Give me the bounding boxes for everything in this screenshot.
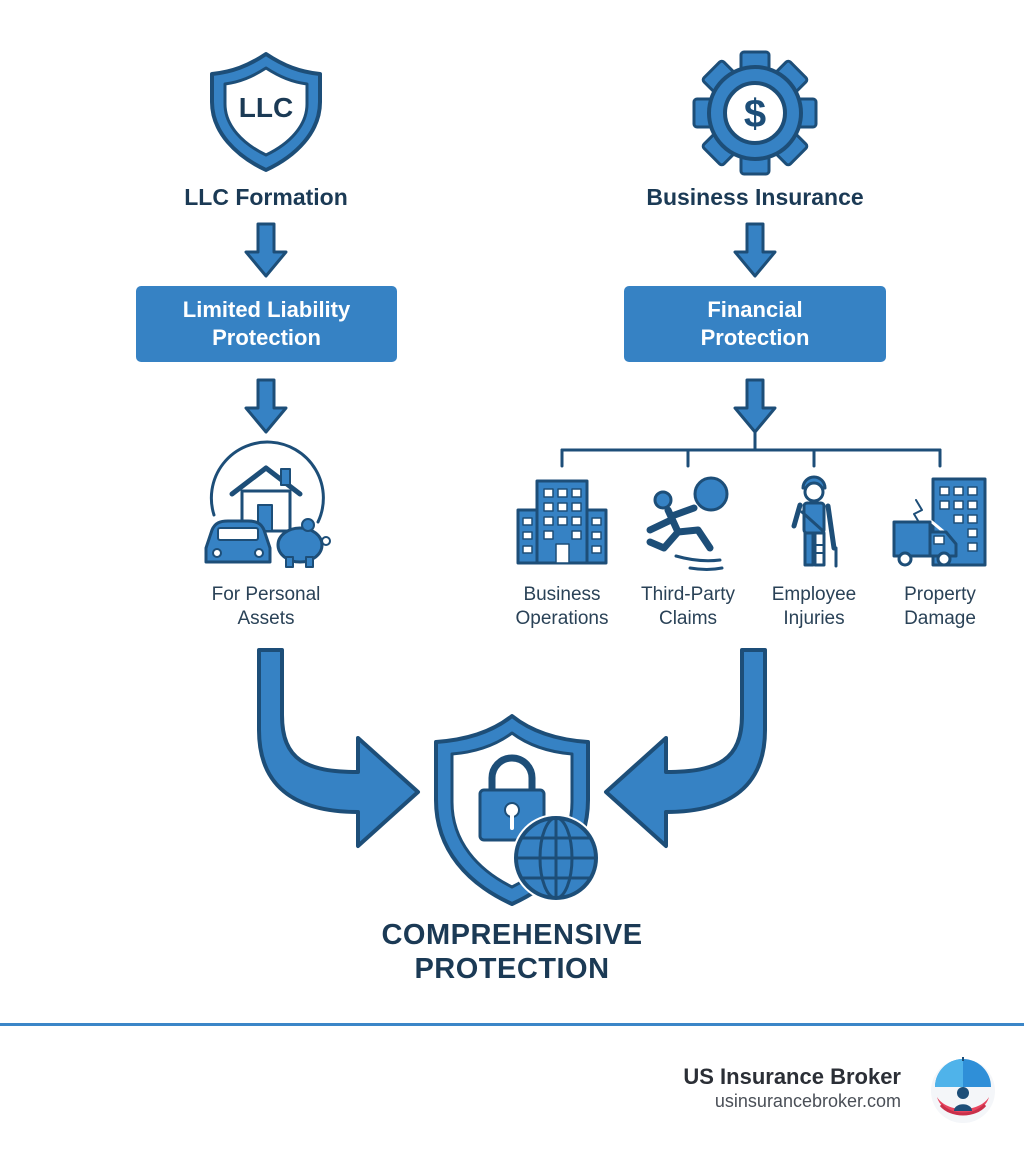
personal-assets-label: For Personal Assets — [211, 584, 321, 629]
brand-logo-icon — [931, 1057, 995, 1123]
security-shield-icon — [434, 714, 600, 906]
business-insurance-title: Business Insurance — [646, 184, 864, 210]
merge-arrow-left — [257, 648, 420, 848]
merge-arrow-right — [604, 648, 767, 848]
branch-label-business-operations: Business Operations — [515, 584, 609, 629]
brand-name: US Insurance Broker — [683, 1064, 901, 1089]
limited-liability-box: Limited Liability Protection — [136, 286, 397, 362]
llc-shield-icon — [210, 52, 322, 172]
personal-assets-icon — [204, 440, 331, 568]
llc-shield-label: LLC — [238, 92, 294, 123]
brand-url: usinsurancebroker.com — [714, 1091, 901, 1111]
branch-label-employee-injuries: Employee Injuries — [771, 584, 857, 629]
gear-dollar-icon — [692, 50, 818, 176]
limited-liability-label: Limited Liability Protection — [182, 297, 351, 350]
footer-divider — [0, 1023, 1024, 1026]
branch-connector — [560, 430, 942, 468]
financial-protection-label: Financial Protection — [700, 297, 810, 350]
comprehensive-protection-title: COMPREHENSIVE PROTECTION — [381, 919, 643, 985]
flow-arrow-icon — [244, 222, 777, 434]
branch-label-third-party-claims: Third-Party Claims — [641, 584, 735, 629]
damaged-property-icon — [892, 477, 987, 567]
office-building-icon — [516, 479, 608, 565]
dollar-icon: $ — [744, 92, 766, 136]
injured-worker-icon — [791, 475, 838, 568]
slip-fall-icon — [646, 476, 729, 571]
branch-label-property-damage: Property Damage — [904, 584, 976, 629]
llc-formation-title: LLC Formation — [184, 184, 348, 210]
financial-protection-box: Financial Protection — [624, 286, 886, 362]
